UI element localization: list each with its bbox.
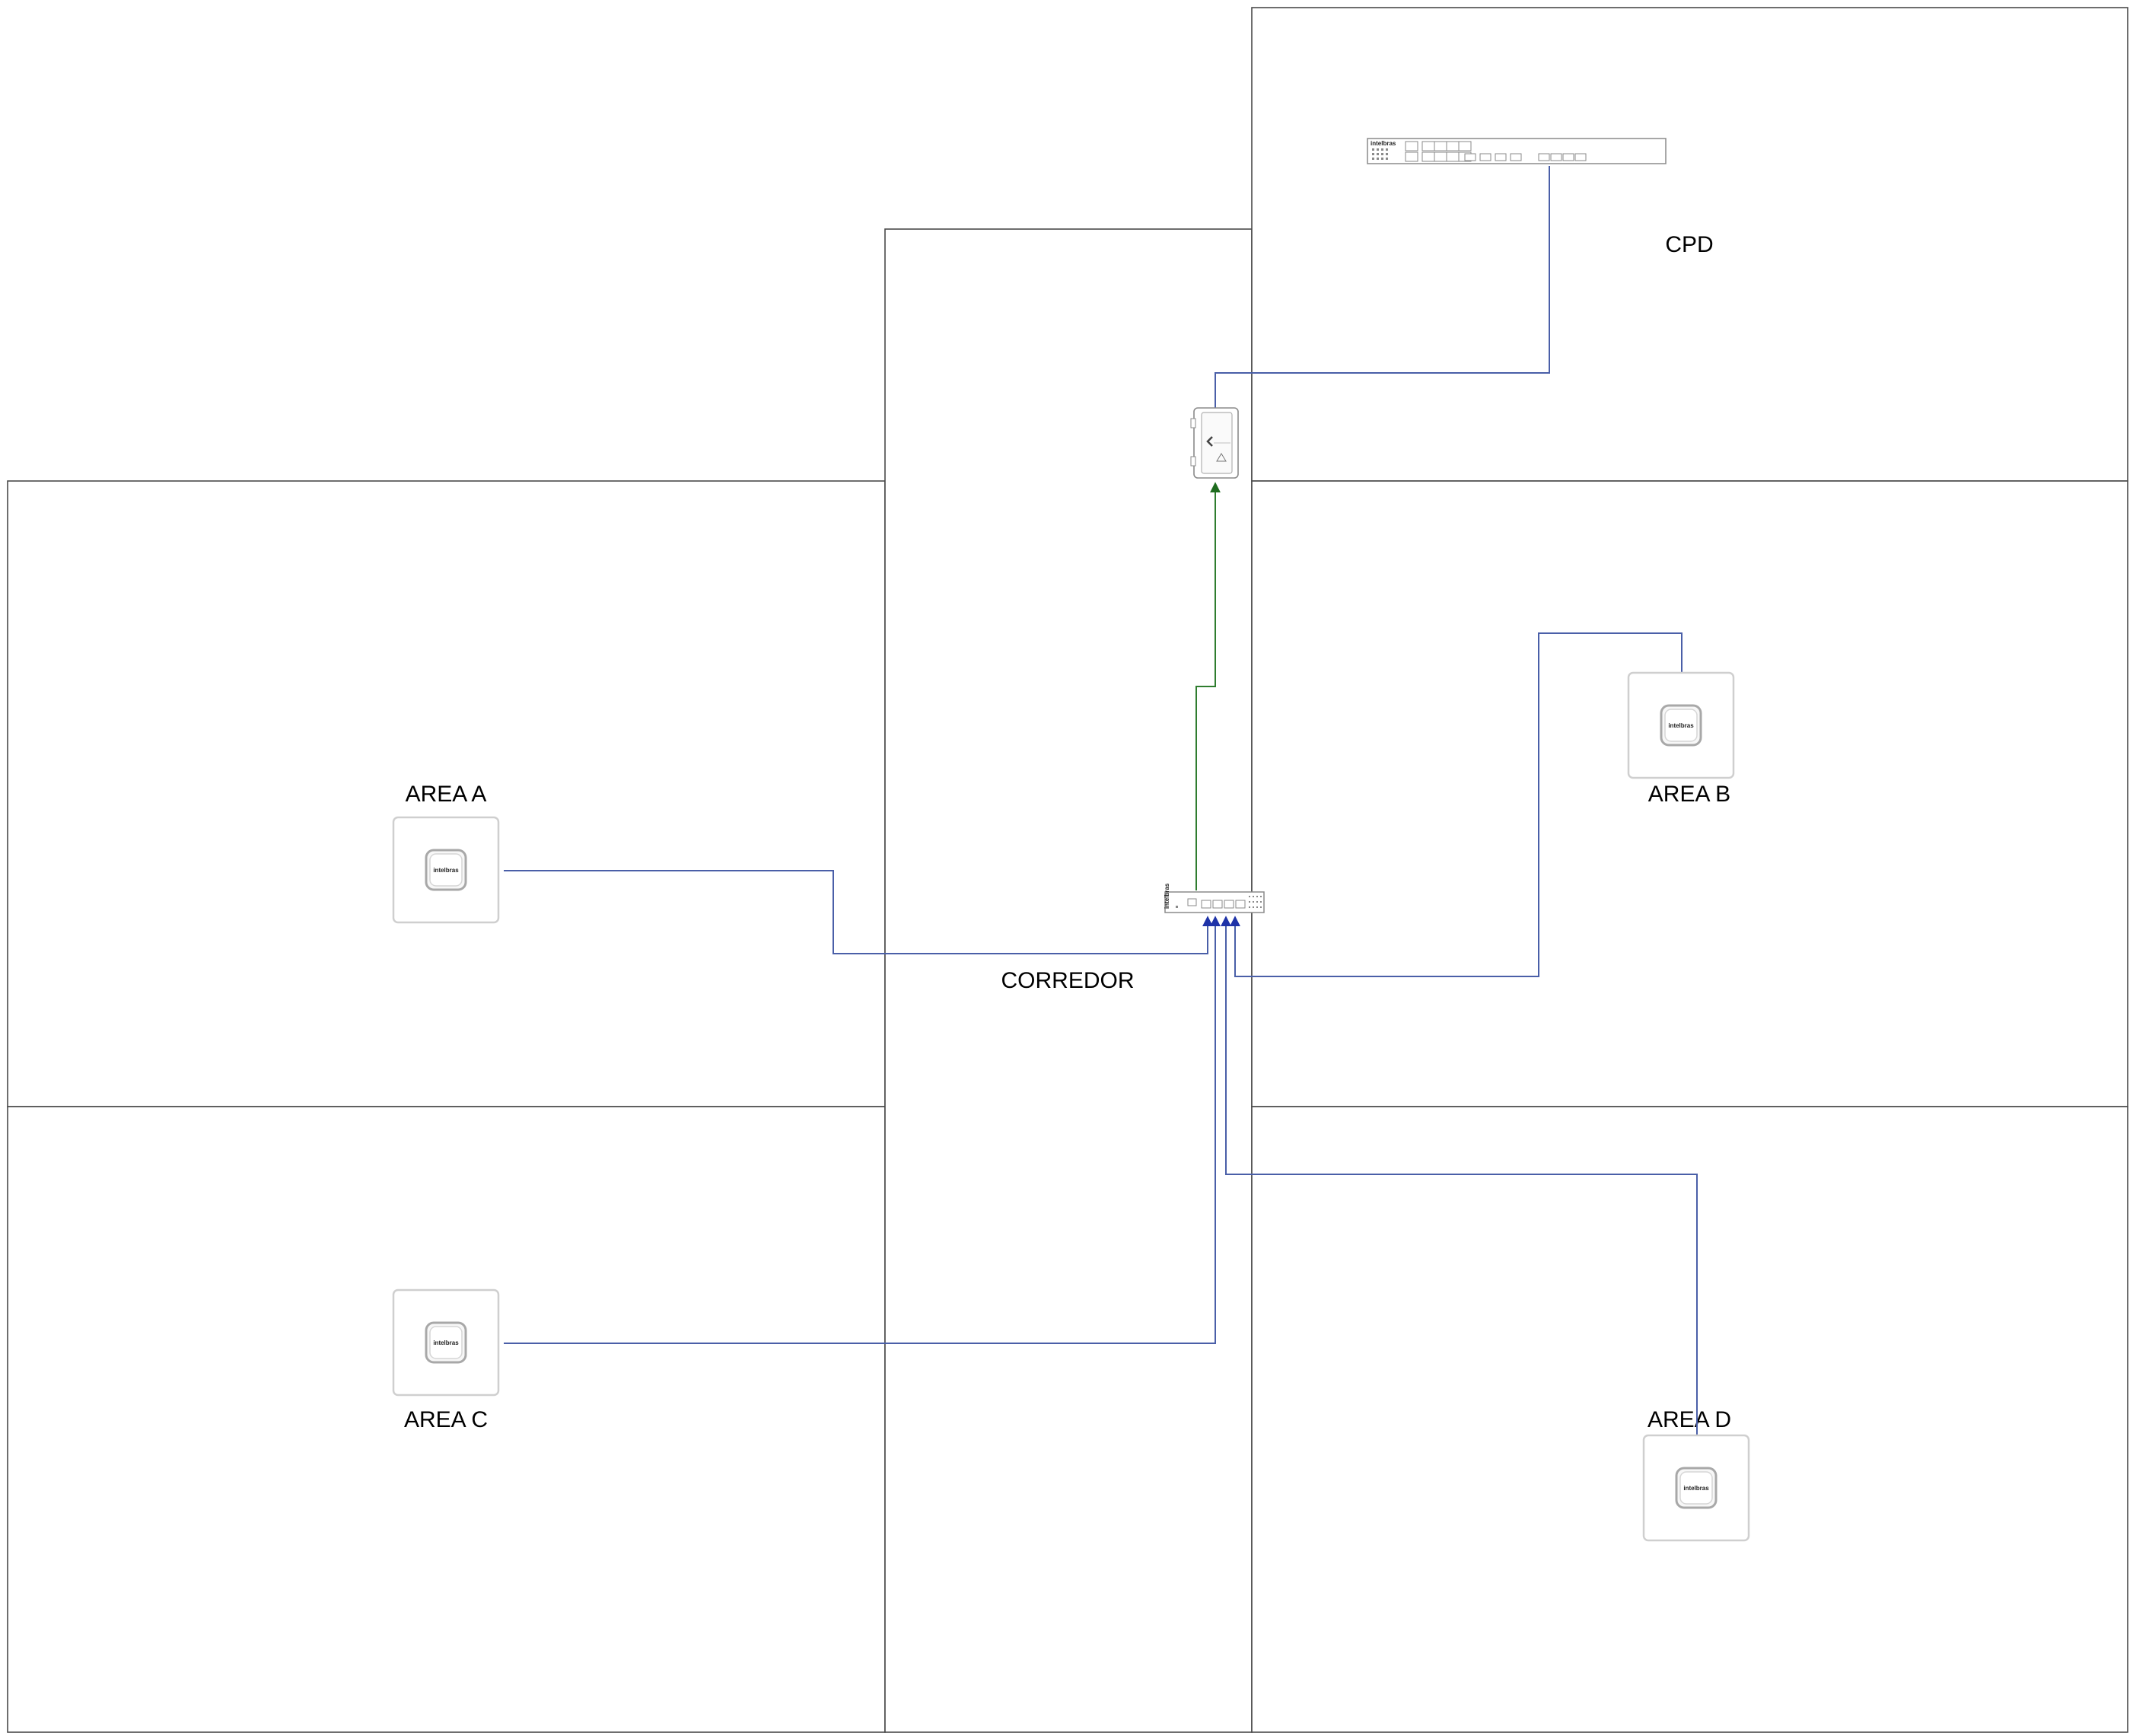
poe-switch-brand: intelbras	[1164, 883, 1170, 909]
rack-switch-icon[interactable]: intelbras	[1367, 138, 1667, 164]
label-area-d: AREA D	[1648, 1407, 1731, 1432]
label-cpd: CPD	[1665, 232, 1713, 257]
access-point-icon[interactable]: intelbras	[392, 1288, 500, 1397]
label-area-b: AREA B	[1648, 782, 1730, 807]
poe-switch-icon[interactable]: intelbras	[1164, 883, 1265, 913]
room-area-b[interactable]	[1251, 480, 2128, 1107]
rooms	[7, 7, 2128, 1733]
ap-area-b-brand: intelbras	[1668, 722, 1694, 729]
cables	[504, 166, 1698, 1435]
cable-area-a-to-poe-switch[interactable]	[504, 870, 1213, 954]
access-point-icon[interactable]: intelbras	[392, 816, 500, 924]
cable-poe-switch-to-enclosure[interactable]	[1195, 482, 1221, 890]
label-area-a: AREA A	[406, 782, 487, 807]
cable-area-c-to-poe-switch[interactable]	[504, 916, 1221, 1344]
ap-area-d-brand: intelbras	[1683, 1485, 1709, 1492]
core-switch-led-grid	[1372, 148, 1388, 160]
ap-area-c-brand: intelbras	[433, 1339, 459, 1346]
label-area-c: AREA C	[404, 1407, 488, 1432]
label-corredor: CORREDOR	[1001, 968, 1134, 993]
cable-cpd-switch-to-enclosure[interactable]	[1215, 166, 1550, 411]
core-switch-ports	[1405, 141, 1587, 162]
access-point-icon[interactable]: intelbras	[1627, 671, 1735, 779]
room-area-a[interactable]	[7, 480, 886, 1107]
room-area-d[interactable]	[1251, 1106, 2128, 1733]
room-labels: CPD CORREDOR AREA A AREA B AREA C AREA D	[404, 232, 1731, 1432]
core-switch-brand: intelbras	[1371, 140, 1396, 147]
outdoor-enclosure-icon[interactable]	[1190, 407, 1239, 479]
room-area-c[interactable]	[7, 1106, 886, 1733]
cable-area-d-to-poe-switch[interactable]	[1221, 916, 1698, 1435]
ap-area-a-brand: intelbras	[433, 867, 459, 874]
cable-area-b-to-poe-switch[interactable]	[1230, 632, 1683, 977]
poe-switch-leds	[1249, 896, 1262, 908]
room-cpd[interactable]	[1251, 7, 2128, 482]
room-corredor[interactable]	[884, 228, 1253, 1733]
access-point-icon[interactable]: intelbras	[1642, 1434, 1750, 1542]
